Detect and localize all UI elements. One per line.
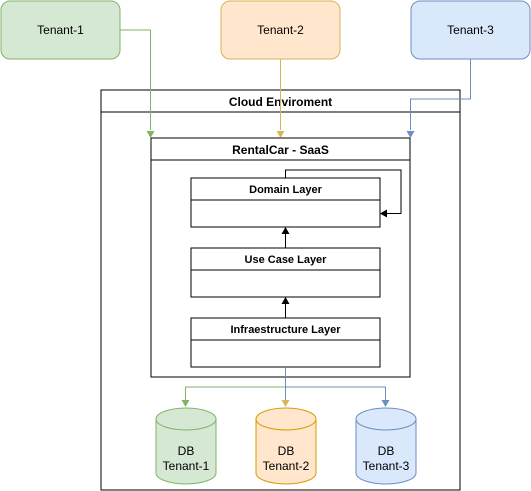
tenant-1-box: Tenant-1 xyxy=(0,0,121,60)
database-tenant-2-line1: DB xyxy=(278,444,295,458)
database-tenant-1-line2: Tenant-1 xyxy=(163,459,210,473)
usecase-to-domain-arrowhead xyxy=(281,227,290,234)
db-1-connector-arrowhead xyxy=(181,400,190,407)
infrastructure-layer-title: Infraestructure Layer xyxy=(230,324,341,336)
database-tenant-1: DB Tenant-1 xyxy=(155,407,217,485)
database-tenant-1-line1: DB xyxy=(178,444,195,458)
tenant-1-label: Tenant-1 xyxy=(37,23,84,37)
tenant-2-box: Tenant-2 xyxy=(220,0,341,60)
database-tenant-3: DB Tenant-3 xyxy=(355,407,417,485)
domain-self-loop-arrow xyxy=(285,169,402,214)
database-tenant-3-line1: DB xyxy=(378,444,395,458)
tenant-connectors xyxy=(120,29,471,138)
database-connectors xyxy=(181,367,390,407)
tenant-3-label: Tenant-3 xyxy=(447,23,494,37)
tenant-2-connector-arrowhead xyxy=(276,131,285,138)
tenant-1-connector-arrowhead xyxy=(146,131,155,138)
tenant-3-connector xyxy=(410,59,471,130)
domain-layer-title: Domain Layer xyxy=(249,184,322,196)
rentalcar-saas-title: RentalCar - SaaS xyxy=(232,143,329,157)
domain-layer-box: Domain Layer xyxy=(190,177,381,228)
tenant-3-connector-arrowhead xyxy=(406,131,415,138)
tenant-3-box: Tenant-3 xyxy=(410,0,531,60)
tenant-1-connector xyxy=(120,29,151,130)
db-3-connector xyxy=(285,386,386,400)
db-2-connector-arrowhead xyxy=(281,400,290,407)
database-tenant-3-line2: Tenant-3 xyxy=(363,459,410,473)
use-case-layer-title: Use Case Layer xyxy=(245,254,328,266)
tenant-2-label: Tenant-2 xyxy=(257,23,304,37)
domain-self-loop-arrowhead xyxy=(380,209,387,218)
db-3-connector-arrowhead xyxy=(381,400,390,407)
infrastructure-layer-box: Infraestructure Layer xyxy=(190,317,381,368)
database-tenant-2: DB Tenant-2 xyxy=(255,407,317,485)
layer-arrows xyxy=(281,169,402,318)
infra-to-usecase-arrowhead xyxy=(281,297,290,304)
database-tenant-2-line2: Tenant-2 xyxy=(263,459,310,473)
use-case-layer-box: Use Case Layer xyxy=(190,247,381,298)
